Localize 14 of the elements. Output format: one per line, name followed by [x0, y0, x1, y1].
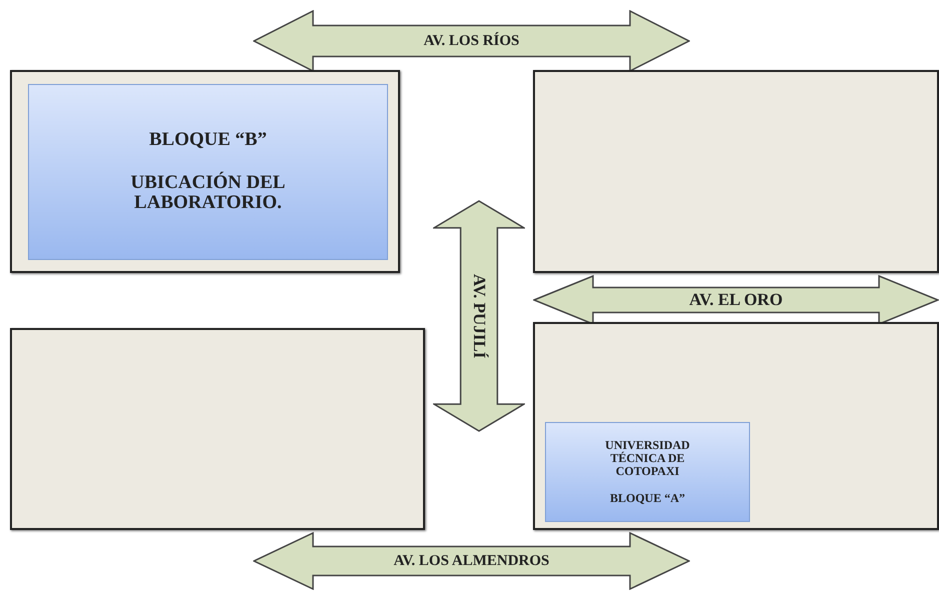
city-block — [533, 322, 939, 530]
building-label: UNIVERSIDAD TÉCNICA DE COTOPAXI — [604, 438, 691, 478]
city-block — [10, 328, 425, 530]
building-box — [28, 84, 388, 260]
street-name: AV. PUJILÍ — [469, 274, 489, 358]
street-name: AV. LOS RÍOS — [424, 32, 520, 50]
building-label: BLOQUE “B” — [148, 130, 268, 151]
street-name: AV. EL ORO — [689, 290, 783, 310]
city-block — [10, 70, 400, 273]
street-name: AV. LOS ALMENDROS — [394, 552, 550, 570]
building-box — [545, 422, 750, 522]
building-label: UBICACIÓN DEL LABORATORIO. — [130, 172, 286, 214]
building-label: BLOQUE “A” — [608, 492, 686, 506]
city-block — [533, 70, 939, 273]
